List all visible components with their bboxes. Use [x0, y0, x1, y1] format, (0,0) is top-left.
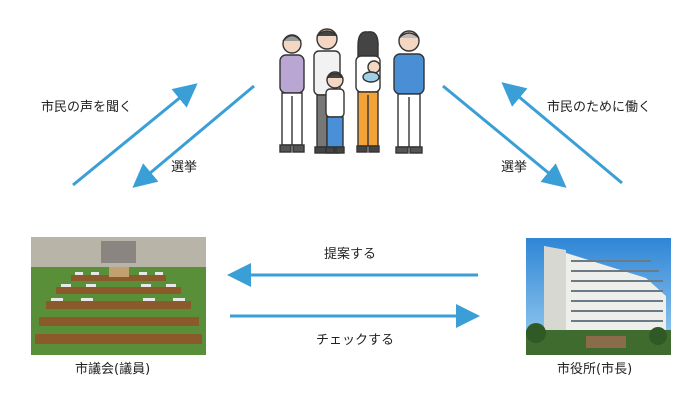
label-check: チェックする — [316, 333, 395, 348]
council-chamber-photo — [31, 237, 206, 355]
family-illustration — [279, 28, 425, 154]
arrow-listen-voice — [72, 83, 198, 187]
grandpa-figure — [393, 30, 425, 154]
caption-city-council: 市議会(議員) — [75, 362, 151, 377]
label-propose: 提案する — [324, 247, 377, 262]
caption-city-hall: 市役所(市長) — [557, 362, 633, 377]
label-election-left: 選挙 — [171, 160, 198, 175]
arrow-work-for-citizens — [501, 82, 623, 185]
city-hall-building-photo — [526, 238, 671, 355]
arrow-election-right — [442, 84, 567, 188]
label-listen-to-citizens: 市民の声を聞く — [41, 100, 133, 115]
grandma-figure — [279, 34, 305, 153]
label-work-for-citizens: 市民のために働く — [547, 100, 652, 115]
arrow-election-left — [132, 84, 255, 188]
label-election-right: 選挙 — [501, 160, 528, 175]
child-figure — [325, 71, 345, 154]
mother-figure — [355, 31, 381, 153]
